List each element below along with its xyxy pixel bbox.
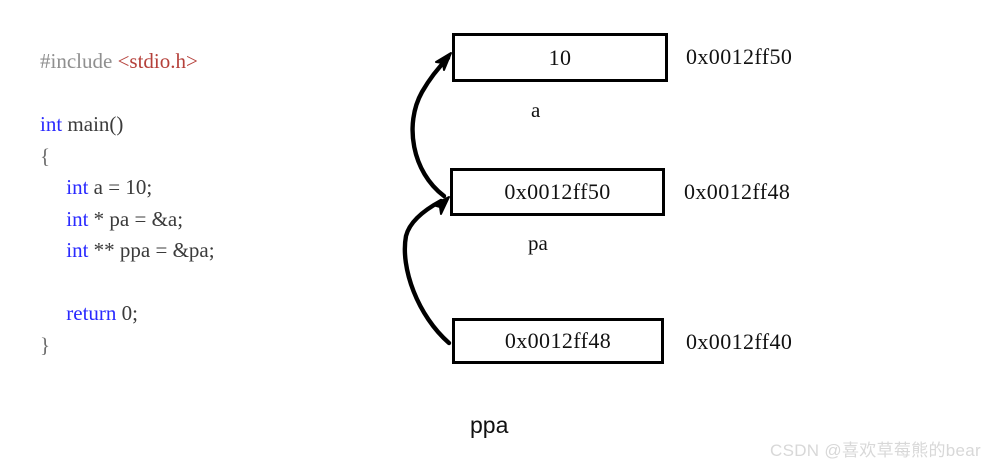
code-line-1 [40, 78, 215, 110]
arrow-pa-to-a [410, 52, 452, 199]
memory-cell-pa: 0x0012ff50 [450, 168, 665, 216]
memory-cell-a-value: 10 [548, 44, 572, 70]
code-token: * pa = &a; [88, 206, 184, 231]
code-token: #include [40, 49, 118, 73]
code-token: <stdio.h> [117, 49, 198, 73]
code-token [40, 238, 66, 262]
arrowhead-to-a [435, 52, 452, 71]
code-token: 0; [116, 301, 138, 325]
source-code-block: #include <stdio.h> int main(){ int a = 1… [40, 46, 215, 361]
code-token [40, 175, 66, 199]
memory-cell-a: 10 [452, 33, 668, 82]
memory-address-ppa: 0x0012ff40 [686, 329, 793, 354]
code-line-5: int * pa = &a; [40, 204, 215, 236]
code-token: int [66, 206, 89, 231]
code-line-8: return 0; [40, 298, 215, 330]
memory-address-pa: 0x0012ff48 [684, 179, 791, 204]
code-line-0: #include <stdio.h> [40, 46, 215, 78]
code-token: } [40, 332, 51, 357]
code-token: { [40, 143, 51, 168]
code-token: ** ppa = &pa; [88, 238, 215, 262]
code-token: int [66, 238, 89, 262]
code-token: main() [62, 112, 124, 136]
arrowhead-to-pa [432, 196, 450, 215]
memory-address-a: 0x0012ff50 [686, 44, 793, 69]
code-line-2: int main() [40, 109, 215, 141]
arrow-ppa-to-pa [402, 196, 452, 346]
code-token [40, 301, 66, 325]
code-line-9: } [40, 330, 215, 362]
code-token: return [66, 301, 117, 325]
memory-label-pa: pa [528, 231, 548, 255]
csdn-watermark: CSDN @喜欢草莓熊的bear [770, 441, 981, 460]
code-token: int [40, 112, 63, 136]
memory-cell-ppa-value: 0x0012ff48 [504, 328, 612, 353]
memory-label-ppa: ppa [470, 412, 509, 438]
code-line-6: int ** ppa = &pa; [40, 235, 215, 267]
code-line-3: { [40, 141, 215, 173]
code-line-4: int a = 10; [40, 172, 215, 204]
memory-cell-pa-value: 0x0012ff50 [504, 179, 611, 204]
code-token: a = 10; [88, 175, 153, 199]
code-line-7 [40, 267, 215, 299]
code-token [40, 207, 66, 231]
code-token: int [66, 175, 89, 199]
memory-label-a: a [531, 98, 541, 122]
memory-cell-ppa: 0x0012ff48 [452, 318, 664, 364]
